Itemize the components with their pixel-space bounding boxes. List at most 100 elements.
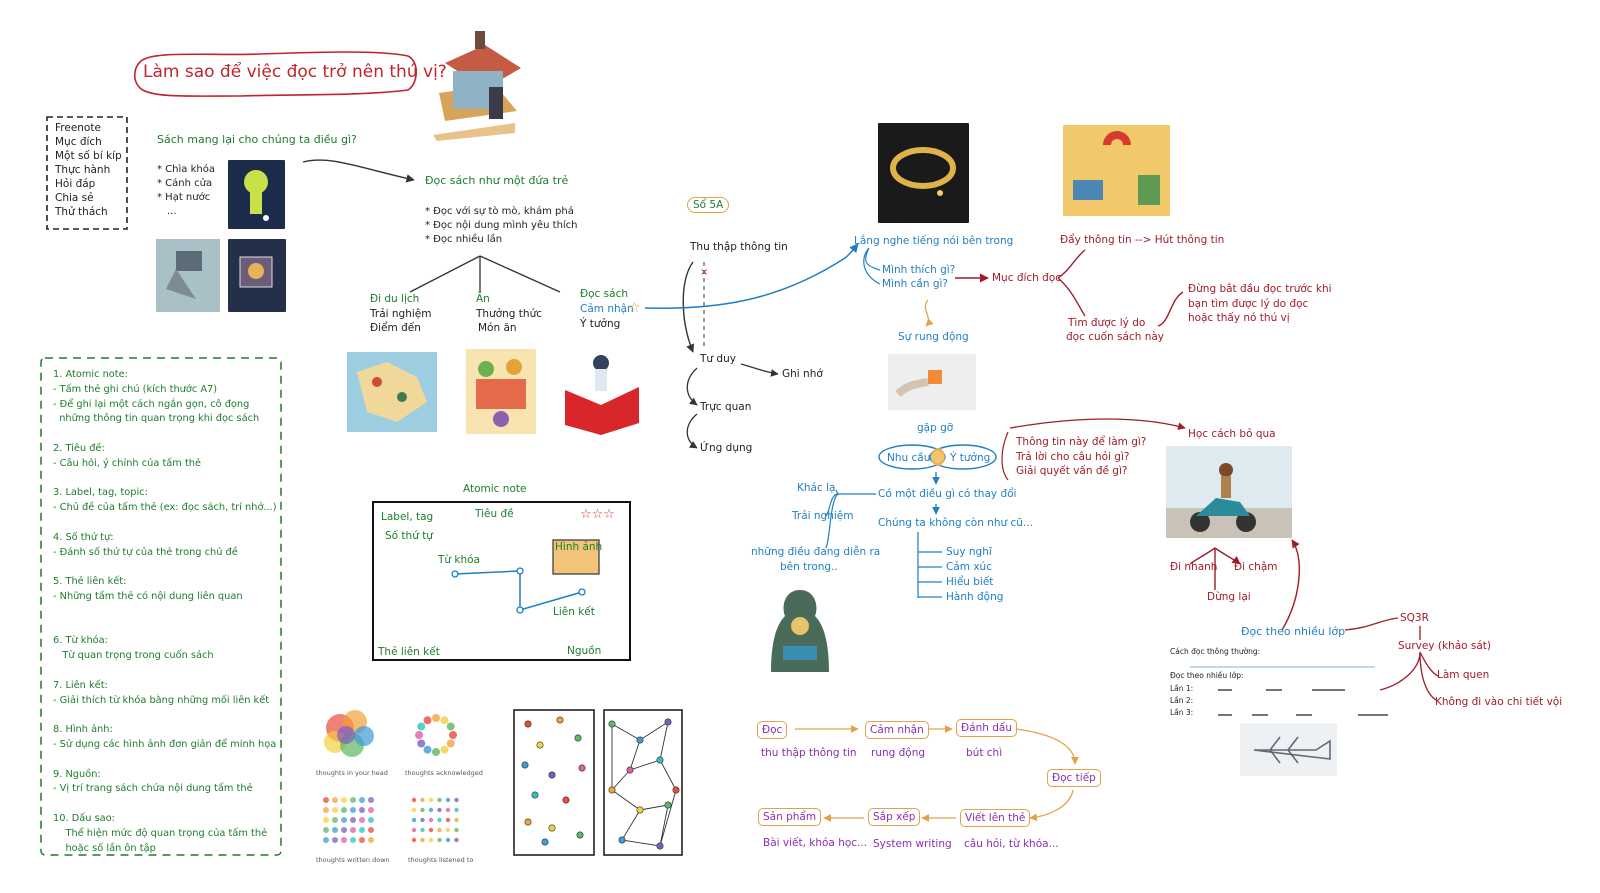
child-reading-list: * Đọc với sự tò mò, khám phá * Đọc nội d… <box>425 205 578 247</box>
atomic-list-line: - Sử dụng các hình ảnh đơn giản để minh … <box>53 738 277 750</box>
survey-node: Survey (khảo sát) <box>1398 640 1492 652</box>
listen-like: Mình thích gì? <box>882 264 956 276</box>
atomic-card-link: Liên kết <box>553 606 595 618</box>
freenote-item[interactable]: Hỏi đáp <box>55 178 96 190</box>
thought-bubble <box>350 827 356 833</box>
thought-bubble <box>368 827 374 833</box>
atomic-list-line: - Tấm thẻ ghi chú (kích thước A7) <box>53 383 218 395</box>
freenote-item[interactable]: Chia sẻ <box>55 192 94 204</box>
key-list: * Chìa khóa * Cánh cửa * Hạt nước ... <box>157 163 215 219</box>
thought-bubble <box>411 837 417 843</box>
atomic-list-line <box>53 753 277 768</box>
travel-heading: Đi du lịch <box>370 293 420 305</box>
thought-bubble <box>323 807 329 813</box>
thought-bubble <box>323 827 329 833</box>
magnet-pulling-picture <box>1063 125 1170 216</box>
child-reading-item: * Đọc nhiều lần <box>425 234 503 245</box>
star-icon: ☆ <box>628 300 641 316</box>
process-sub: bút chì <box>966 747 1003 759</box>
atomic-list-line: - Câu hỏi, ý chính của tấm thẻ <box>53 457 202 469</box>
atomic-card-linked: Thẻ liên kết <box>378 646 440 658</box>
thought-bubble <box>341 797 347 803</box>
thought-bubble <box>428 837 434 843</box>
thought-bubble <box>445 837 451 843</box>
atomic-list-line: 1. Atomic note: <box>53 369 128 380</box>
thought-dot <box>672 786 680 794</box>
atomic-list-line: 5. Thẻ liên kết: <box>53 576 127 588</box>
key-item: * Hạt nước <box>157 192 211 203</box>
atomic-list-line: 8. Hình ảnh: <box>53 724 113 736</box>
atomic-note-list: 1. Atomic note: - Tấm thẻ ghi chú (kích t… <box>53 368 277 856</box>
travel-line: Điểm đến <box>370 322 421 334</box>
different-node: Khác lạ <box>797 482 836 494</box>
skip-heading: Học cách bỏ qua <box>1188 428 1276 440</box>
thought-bubble <box>445 827 451 833</box>
thought-bubble <box>437 817 442 823</box>
outcome-item: Hành động <box>946 591 1004 603</box>
so5a-label: Sổ 5A <box>687 197 730 213</box>
reason-line: Tìm được lý do <box>1068 317 1146 329</box>
atomic-list-line <box>53 560 277 575</box>
thought-bubble <box>417 739 426 748</box>
advice-line: Đừng bắt đầu đọc trước khi <box>1188 283 1332 295</box>
thought-bubble <box>368 807 374 813</box>
process-sub: Bài viết, khóa học... <box>763 837 868 849</box>
thought-bubble <box>359 817 365 823</box>
freenote-item[interactable]: Một số bí kíp <box>55 150 122 162</box>
key-item: * Cánh cửa <box>157 178 213 189</box>
normal-reading-label: Cách đọc thông thường: <box>1170 647 1261 656</box>
thought-bubble <box>359 827 365 833</box>
process-step-arrange: Sắp xếp <box>868 808 921 826</box>
thought-bubble <box>332 807 338 813</box>
freenote-box-border <box>46 116 128 230</box>
thought-bubble <box>446 722 455 731</box>
thought-bubble <box>411 827 417 833</box>
inside-line: những điều đang diễn ra <box>751 546 881 558</box>
atomic-list-line <box>53 605 277 620</box>
freenote-item[interactable]: Freenote <box>55 122 101 134</box>
thought-dot <box>521 761 529 769</box>
thought-bubble <box>445 797 451 803</box>
thought-bubble <box>454 807 459 813</box>
detail-node: Không đi vào chi tiết vội <box>1435 696 1563 708</box>
think-node: Tư duy <box>700 353 736 365</box>
thought-dot <box>656 842 664 850</box>
skip-stop: Dừng lại <box>1207 591 1251 603</box>
thought-bubble <box>332 797 338 803</box>
thought-bubble <box>415 731 423 739</box>
thought-dot <box>626 766 634 774</box>
round-label: Lần 3: <box>1170 708 1194 717</box>
freenote-item[interactable]: Mục đích <box>55 136 102 148</box>
title-cloud <box>133 51 418 97</box>
apply-node: Ứng dụng <box>700 442 753 454</box>
thought-bubble <box>368 817 374 823</box>
read-books-heading: Đọc sách <box>580 288 629 300</box>
atomic-list-line: Thể hiện mức độ quan trọng của tấm thẻ <box>53 827 268 839</box>
thought-bubble <box>420 837 425 843</box>
thought-caption: thoughts written down <box>316 856 390 864</box>
atomic-list-line: 4. Số thứ tự: <box>53 531 114 543</box>
atomic-list-line: 10. Dấu sao: <box>53 812 115 824</box>
listen-need: Mình cần gì? <box>882 278 948 290</box>
thought-dot <box>556 716 564 724</box>
thought-dot <box>636 736 644 744</box>
atomic-card-number: Số thứ tự <box>385 530 433 542</box>
question-heading: Sách mang lại cho chúng ta điều gì? <box>157 133 357 146</box>
skip-slow: Đi chậm <box>1234 561 1278 573</box>
atomic-card-frame <box>372 501 631 661</box>
thought-bubble <box>359 807 365 813</box>
thought-dot <box>548 771 556 779</box>
process-sub: thu thập thông tin <box>761 747 857 759</box>
atomic-list-line <box>53 516 277 531</box>
advice-line: bạn tìm được lý do đọc <box>1188 298 1309 310</box>
atomic-list-line: 6. Từ khóa: <box>53 635 108 647</box>
freenote-item[interactable]: Thử thách <box>55 206 108 218</box>
so5a-text: Sổ 5A <box>693 199 724 211</box>
thought-bubble <box>341 827 347 833</box>
svg-text:×: × <box>700 267 708 278</box>
freenote-item[interactable]: Thực hành <box>55 164 111 176</box>
key-item: ... <box>167 206 177 217</box>
thought-bubble <box>420 797 425 803</box>
atomic-list-border <box>40 357 282 856</box>
puzzle-piece-picture <box>888 354 976 410</box>
